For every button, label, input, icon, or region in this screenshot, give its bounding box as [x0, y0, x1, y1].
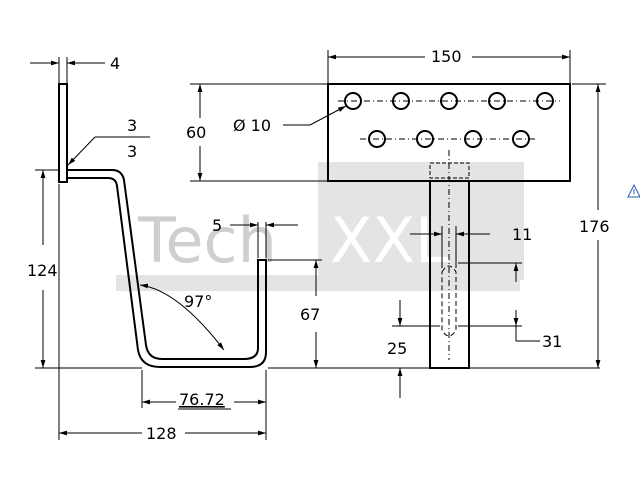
- dim-plate-height: 60: [186, 123, 206, 142]
- dim-total-length: 128: [146, 424, 177, 443]
- dim-inner-length: 76.72: [179, 390, 225, 409]
- dim-slot-width: 11: [512, 225, 532, 244]
- top-view: 150 60 Ø 10 176 11 31 25: [186, 47, 610, 398]
- hole: [512, 130, 530, 148]
- dim-tab-width: 5: [212, 216, 222, 235]
- dim-weld-top: 3: [127, 116, 137, 135]
- hole: [392, 92, 410, 110]
- dim-slot-length: 31: [542, 332, 562, 351]
- hole: [536, 92, 554, 110]
- hook-inner: [67, 177, 267, 368]
- holes-row-1: [344, 92, 554, 110]
- hole: [440, 92, 458, 110]
- slot: [441, 265, 457, 337]
- hole: [464, 130, 482, 148]
- watermark-left-text: Tech: [137, 204, 277, 277]
- dim-height: 124: [27, 261, 58, 280]
- watermark-bar: [116, 275, 520, 291]
- hole: [344, 92, 362, 110]
- dim-weld-bottom: 3: [127, 142, 137, 161]
- holes-row-2: [368, 130, 530, 148]
- hook-outer: [67, 169, 224, 360]
- hole: [368, 130, 386, 148]
- dim-total-height: 176: [579, 217, 610, 236]
- dim-hole-diameter: Ø 10: [233, 116, 271, 135]
- warning-triangle-icon: [627, 183, 640, 198]
- dim-thickness: 4: [110, 54, 120, 73]
- side-plate: [58, 83, 68, 183]
- side-view: 4 3 3 124 5 97° 67 76.72: [27, 54, 600, 443]
- dim-tab-height: 67: [300, 305, 320, 324]
- dim-width: 150: [431, 47, 462, 66]
- hole: [488, 92, 506, 110]
- dim-angle: 97°: [184, 292, 212, 311]
- dim-slot-offset: 25: [387, 339, 407, 358]
- hole: [416, 130, 434, 148]
- watermark-right-text: XXL: [330, 204, 450, 277]
